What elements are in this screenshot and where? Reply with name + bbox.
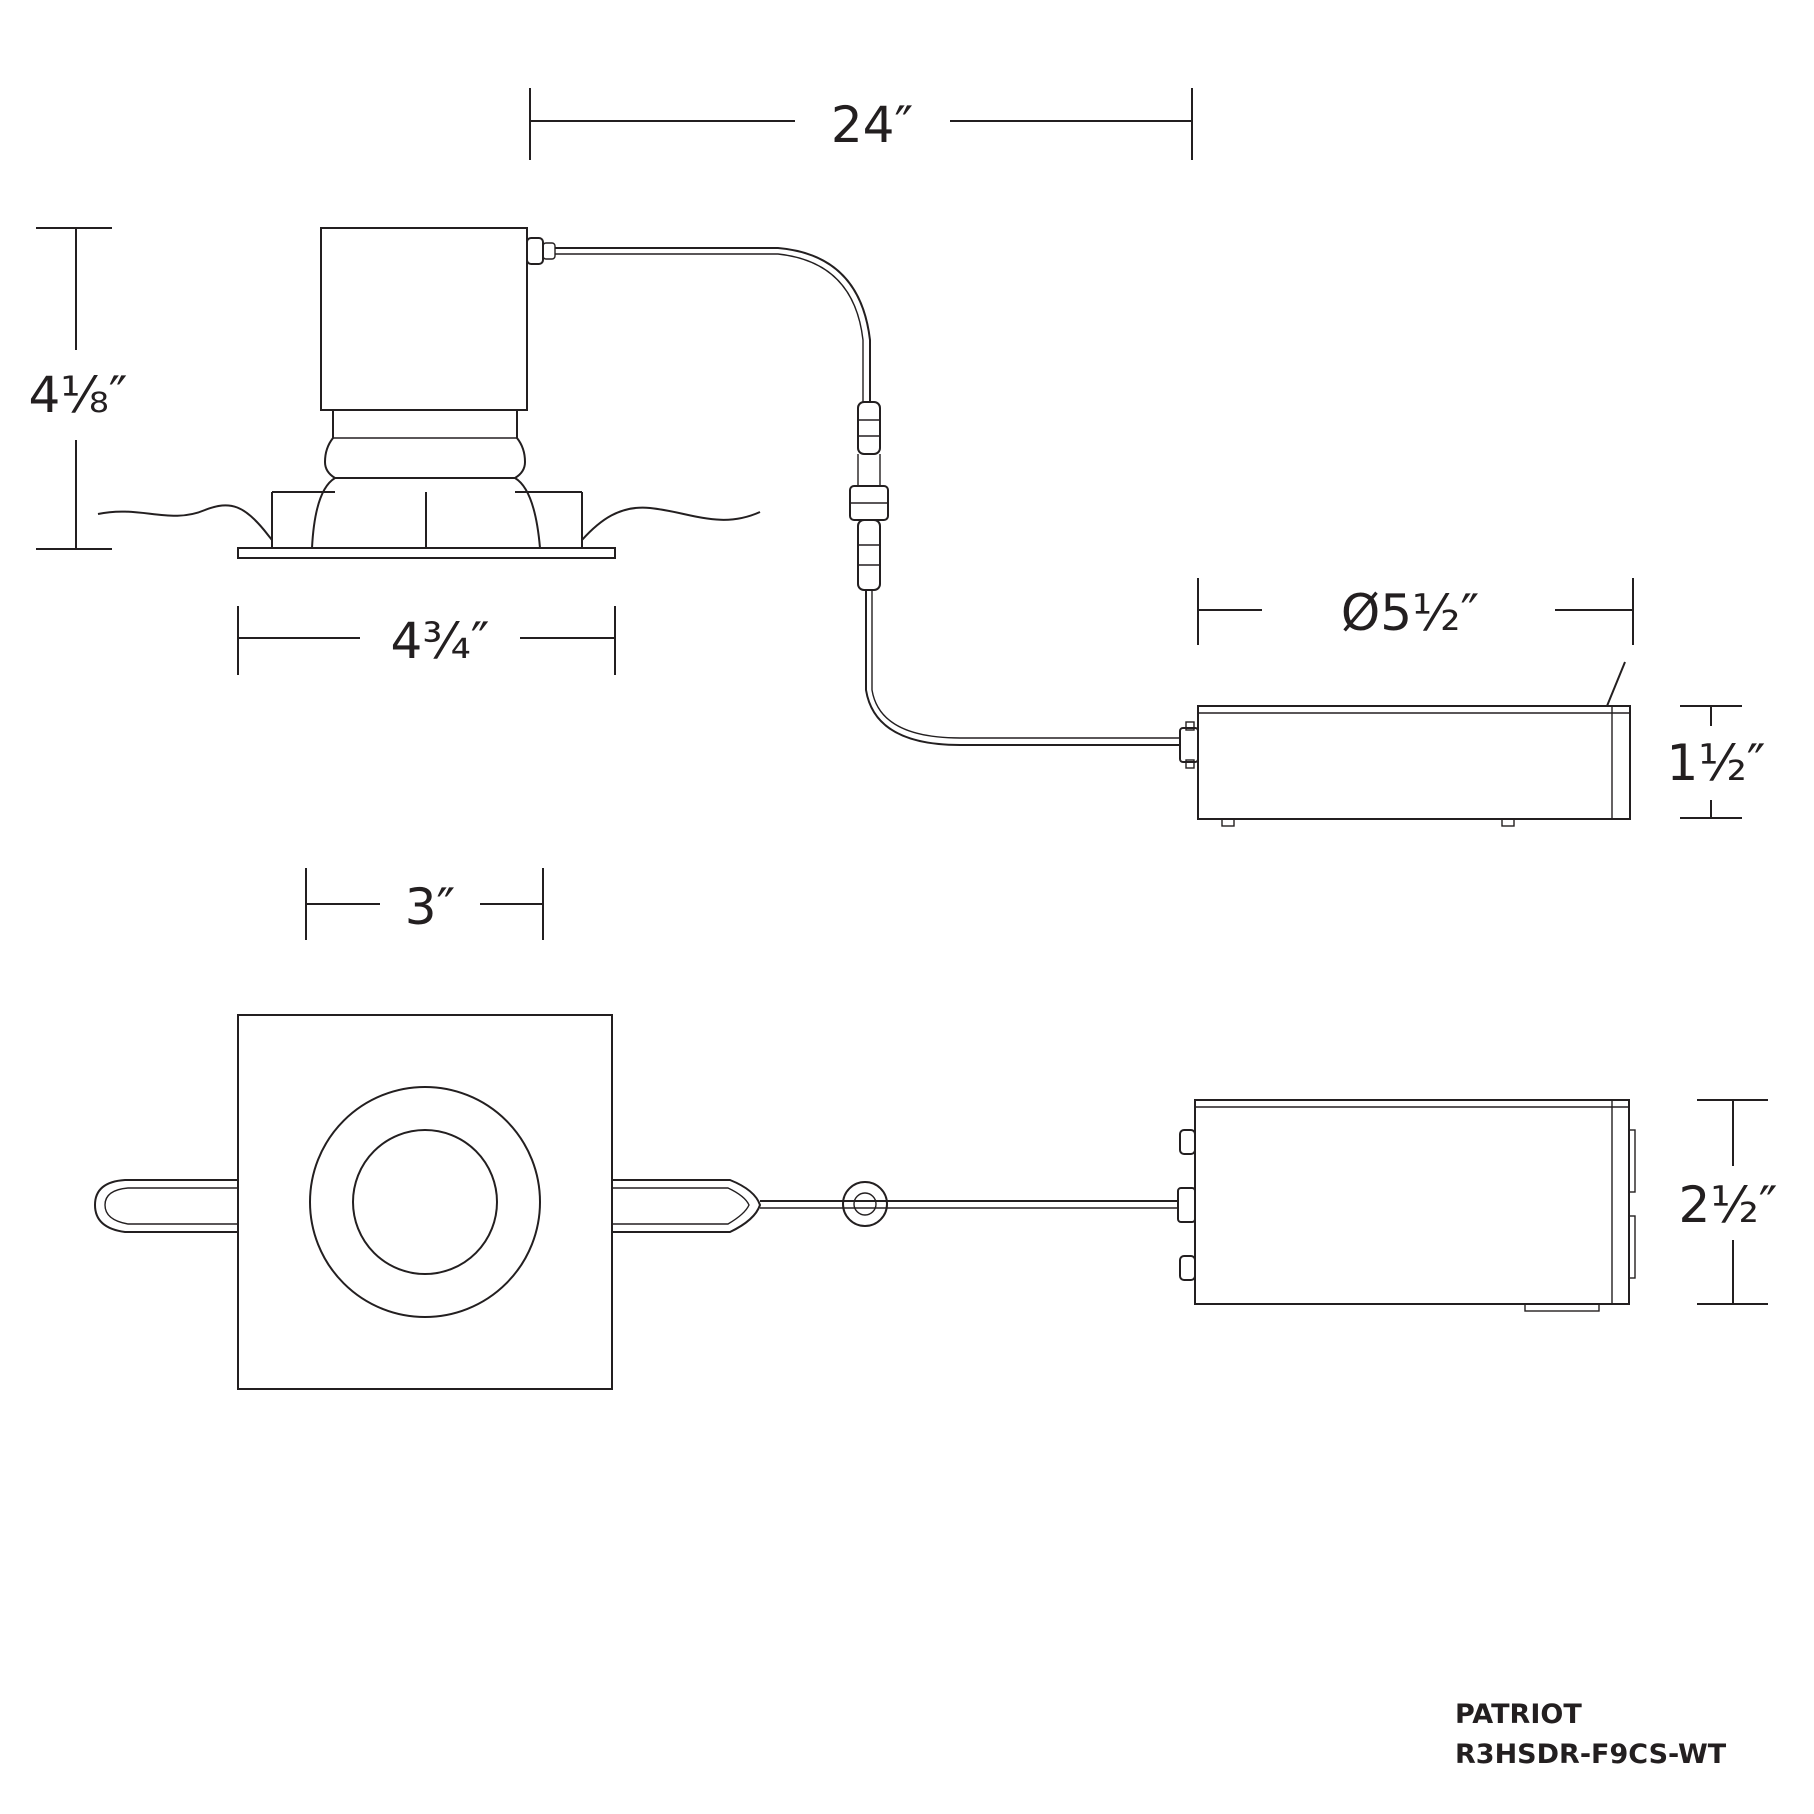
driver-box-plan-view xyxy=(1177,1099,1636,1312)
dimension-driver-depth: 2½″ xyxy=(1679,1099,1778,1305)
dimension-cutout-width: 3″ xyxy=(305,868,544,940)
dimension-label-driver-diameter: Ø5½″ xyxy=(1341,584,1479,642)
dimension-trim-width: 4¾″ xyxy=(237,606,616,675)
dimension-label-wire-length: 24″ xyxy=(831,96,913,154)
wire-harness xyxy=(555,247,1180,746)
dimension-label-fixture-height: 4⅛″ xyxy=(29,366,128,424)
fixture-plan-view xyxy=(93,1014,1178,1390)
dimension-driver-height: 1½″ xyxy=(1667,705,1766,819)
dimension-label-driver-depth: 2½″ xyxy=(1679,1176,1778,1234)
product-name: PATRIOT xyxy=(1455,1699,1582,1730)
dimension-label-trim-width: 4¾″ xyxy=(391,612,490,670)
title-block: PATRIOT R3HSDR-F9CS-WT xyxy=(1455,1695,1726,1775)
quick-connector-top xyxy=(857,401,881,455)
dimension-fixture-height: 4⅛″ xyxy=(29,227,128,550)
fixture-side-view xyxy=(97,227,761,559)
quick-connector-bottom xyxy=(857,519,881,591)
dimension-label-driver-height: 1½″ xyxy=(1667,734,1766,792)
dimension-label-cutout-width: 3″ xyxy=(405,878,456,936)
model-number: R3HSDR-F9CS-WT xyxy=(1455,1739,1727,1770)
driver-box-side-view xyxy=(1179,661,1631,827)
dimension-driver-diameter: Ø5½″ xyxy=(1197,578,1634,645)
dimension-wire-length: 24″ xyxy=(529,88,1193,160)
